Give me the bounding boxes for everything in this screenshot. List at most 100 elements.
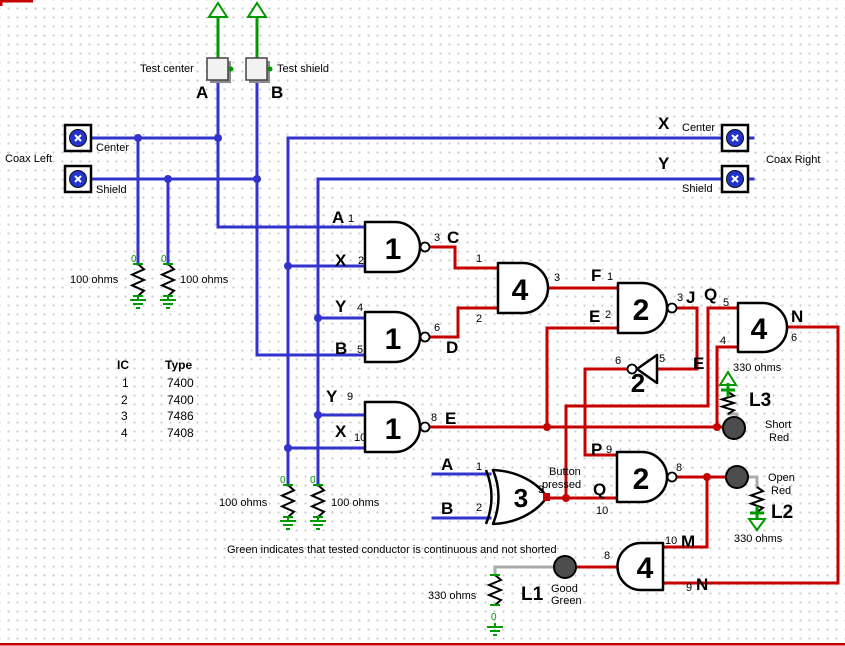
net-label-e-4b: E [693, 354, 704, 373]
label-test-shield: Test shield [277, 63, 329, 75]
button-test-shield-contact [267, 66, 273, 72]
pin-label-inv5: 5 [659, 353, 665, 365]
pin-label-xor2: 2 [476, 502, 482, 514]
pin-label-1a2: 2 [358, 255, 364, 267]
resistor-100-3 [279, 484, 297, 518]
wire-net-c [428, 245, 500, 270]
wire-net-e-pin4 [715, 345, 740, 429]
net-label-c: C [447, 228, 459, 247]
gate-nand-2b-bubble [666, 471, 678, 483]
wire-net-e-rise [545, 326, 620, 429]
pin-label-1b6: 6 [434, 322, 440, 334]
led-l1-good-green [553, 555, 577, 579]
pin-label-1a3: 3 [434, 232, 440, 244]
net-label-xor-a: A [441, 455, 453, 474]
pin-label-1b4: 4 [357, 302, 363, 314]
net-label-y9: Y [326, 387, 338, 406]
label-short-red: Red [769, 432, 789, 444]
pin-label-4b5: 5 [723, 297, 729, 309]
junction-dot-2 [164, 175, 172, 183]
resistor-100-1 [129, 263, 147, 297]
junction-dot-6 [314, 411, 322, 419]
pin-label-2b8: 8 [676, 462, 682, 474]
net-label-a-button: A [196, 83, 208, 102]
gate-nand-1a [363, 220, 422, 274]
wire-net-m [661, 475, 709, 549]
net-label-j: J [686, 288, 695, 307]
gate-nand-1c-label: 1 [385, 413, 402, 446]
pin-label-4a1: 1 [476, 253, 482, 265]
gate-nand-2a [616, 281, 669, 335]
net-label-m: M [681, 532, 695, 551]
wire-net-d [428, 306, 500, 339]
net-label-x-right: X [658, 114, 670, 133]
label-open: Open [768, 472, 795, 484]
pin-label-inv6: 6 [615, 355, 621, 367]
junction-dot-11 [703, 473, 711, 481]
label-good-green: Green [551, 595, 582, 607]
junction-dot-0 [134, 134, 142, 142]
pin-label-1c9: 9 [347, 391, 353, 403]
wire-l2-gray [746, 475, 759, 489]
gate-nand-2a-label: 2 [633, 294, 650, 327]
pin-label-1a1: 1 [348, 213, 354, 225]
terminal-coax-left-shield-x2 [74, 175, 82, 183]
junction-dot-10 [562, 494, 570, 502]
net-label-x10: X [335, 422, 347, 441]
table-cell-type4: 7408 [167, 426, 194, 440]
gate-and-4c [616, 541, 665, 592]
button-test-shield[interactable] [245, 57, 268, 81]
net-label-d: D [446, 338, 458, 357]
label-center-right: Center [682, 122, 715, 134]
pin-label-2a2: 2 [605, 309, 611, 321]
label-test-center: Test center [140, 63, 194, 75]
net-label-q-bottom: Q [593, 480, 606, 499]
junction-dot-1 [214, 134, 222, 142]
label-330ohms-l2: 330 ohms [734, 533, 783, 545]
supply-arrow-l2 [747, 518, 767, 532]
net-label-e2: E [589, 307, 600, 326]
pin-label-4b6: 6 [791, 332, 797, 344]
net-label-b5: B [335, 339, 347, 358]
gate-nand-2b [615, 450, 669, 504]
label-coax-right: Coax Right [766, 154, 820, 166]
label-coax-left: Coax Left [5, 153, 52, 165]
pin-label-xor1: 1 [476, 461, 482, 473]
table-cell-type2: 7400 [167, 393, 194, 407]
resistor-100-2 [159, 263, 177, 297]
led-l3-short-red [722, 416, 746, 440]
wire-net-x [286, 136, 724, 487]
wire-net-n [661, 325, 840, 585]
gate-and-4c-label: 4 [637, 552, 654, 585]
pin-label-2b10: 10 [596, 505, 608, 517]
resistor-100-4 [309, 484, 327, 518]
gate-and-4b [736, 301, 789, 354]
label-100ohms-3: 100 ohms [219, 497, 268, 509]
pin-label-1b5: 5 [357, 344, 363, 356]
pin-label-xor3: 3 [538, 484, 544, 496]
label-0-res3: 0 [280, 475, 286, 486]
wire-net-j [655, 306, 699, 371]
net-label-f: F [591, 266, 601, 285]
net-label-e-out: E [445, 409, 456, 428]
junction-dot-7 [284, 444, 292, 452]
annotation-green: Green indicates that tested conductor is… [227, 544, 557, 556]
gate-nand-1b-bubble [419, 331, 431, 343]
label-l3: L3 [749, 390, 771, 411]
label-0-res1: 0 [131, 254, 137, 265]
button-test-center[interactable] [206, 57, 229, 81]
junction-dot-9 [713, 423, 721, 431]
gate-inv-2c [635, 353, 659, 385]
net-label-a1: A [332, 208, 344, 227]
gate-xor-3 [491, 468, 549, 526]
net-label-xor-b: B [441, 499, 453, 518]
pin-label-1c10: 10 [354, 432, 366, 444]
label-100ohms-1: 100 ohms [70, 274, 119, 286]
pin-label-4c9: 9 [686, 582, 692, 594]
label-330ohms-l3: 330 ohms [733, 362, 782, 374]
terminal-coax-right-center-x2 [731, 134, 739, 142]
junction-dot-8 [543, 423, 551, 431]
button-test-center-contact [228, 66, 234, 72]
